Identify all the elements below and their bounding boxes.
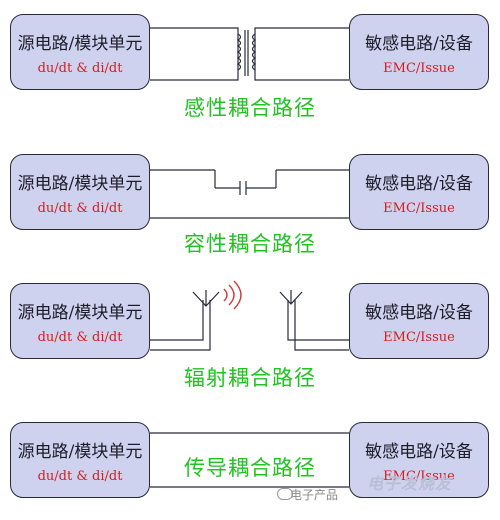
source-antenna-return bbox=[150, 300, 211, 351]
watermark-text: 电子产品 bbox=[290, 488, 339, 502]
source-wire-loop bbox=[150, 27, 239, 81]
source-subtitle: du/dt & di/dt bbox=[37, 61, 123, 76]
source-subtitle: du/dt & di/dt bbox=[37, 469, 123, 484]
source-subtitle: du/dt & di/dt bbox=[37, 201, 123, 216]
caption-capacitive: 容性耦合路径 bbox=[184, 232, 316, 256]
antenna-icon bbox=[150, 290, 349, 351]
transformer-icon bbox=[150, 27, 349, 81]
radiation-wave bbox=[233, 280, 242, 310]
target-box-radiated: 敏感电路/设备 EMC/Issue bbox=[349, 283, 489, 359]
primary-coil bbox=[236, 33, 242, 71]
target-subtitle: EMC/Issue bbox=[383, 469, 455, 484]
target-title: 敏感电路/设备 bbox=[365, 34, 473, 54]
source-box-radiated: 源电路/模块单元 du/dt & di/dt bbox=[10, 283, 150, 359]
secondary-coil bbox=[251, 33, 257, 71]
caption-inductive: 感性耦合路径 bbox=[184, 96, 316, 120]
target-subtitle: EMC/Issue bbox=[383, 201, 455, 216]
source-antenna-feed bbox=[150, 300, 204, 341]
target-antenna-return bbox=[294, 300, 349, 351]
source-box-capacitive: 源电路/模块单元 du/dt & di/dt bbox=[10, 154, 150, 230]
source-box-inductive: 源电路/模块单元 du/dt & di/dt bbox=[10, 14, 150, 90]
caption-radiated: 辐射耦合路径 bbox=[184, 366, 316, 390]
target-title: 敏感电路/设备 bbox=[365, 303, 473, 323]
target-wire-loop bbox=[254, 27, 349, 81]
capacitor-icon bbox=[150, 169, 349, 219]
caption-conducted: 传导耦合路径 bbox=[184, 456, 316, 480]
source-title: 源电路/模块单元 bbox=[17, 303, 143, 323]
source-subtitle: du/dt & di/dt bbox=[37, 330, 123, 345]
source-box-conducted: 源电路/模块单元 du/dt & di/dt bbox=[10, 422, 150, 498]
target-subtitle: EMC/Issue bbox=[383, 330, 455, 345]
watermark-logo: 电子发烧友 bbox=[367, 474, 453, 493]
target-subtitle: EMC/Issue bbox=[383, 61, 455, 76]
radiation-wave bbox=[223, 288, 228, 302]
target-title: 敏感电路/设备 bbox=[365, 174, 473, 194]
wechat-icon bbox=[277, 488, 293, 500]
radiation-waves-icon bbox=[223, 280, 242, 310]
source-title: 源电路/模块单元 bbox=[17, 34, 143, 54]
target-antenna-feed bbox=[287, 300, 349, 341]
direct-wire bbox=[150, 432, 349, 488]
target-box-inductive: 敏感电路/设备 EMC/Issue bbox=[349, 14, 489, 90]
radiation-wave bbox=[228, 284, 235, 306]
target-title: 敏感电路/设备 bbox=[365, 442, 473, 462]
target-box-capacitive: 敏感电路/设备 EMC/Issue bbox=[349, 154, 489, 230]
source-title: 源电路/模块单元 bbox=[17, 174, 143, 194]
target-box-conducted: 敏感电路/设备 EMC/Issue bbox=[349, 422, 489, 498]
source-title: 源电路/模块单元 bbox=[17, 442, 143, 462]
